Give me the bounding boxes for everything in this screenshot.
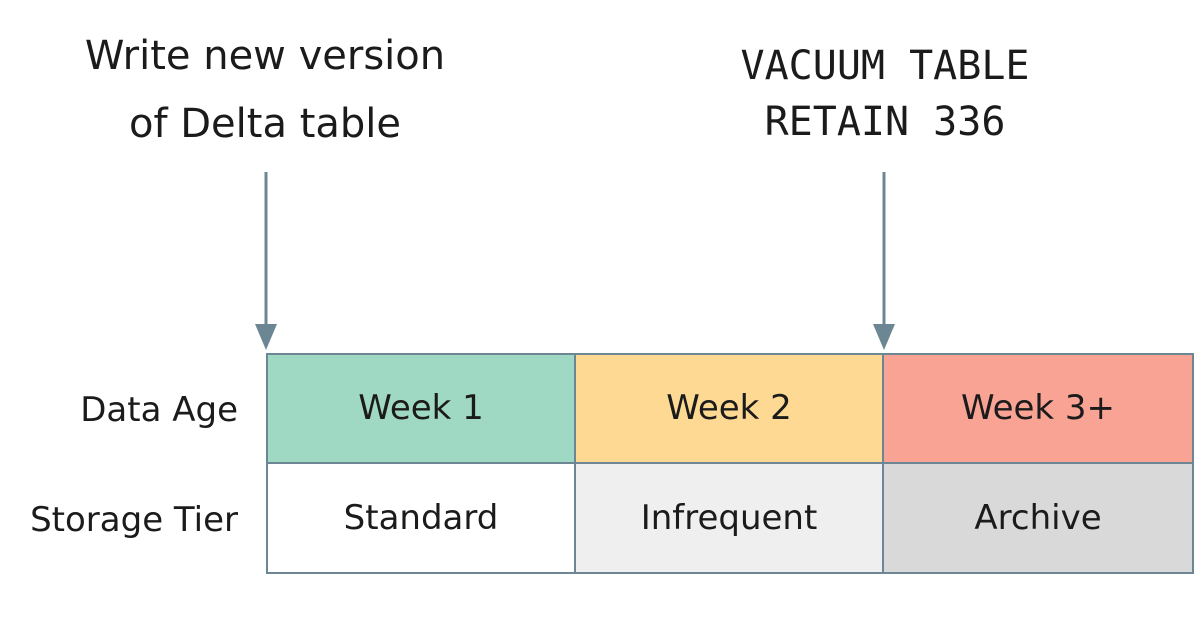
- row-label-storage-tier: Storage Tier: [30, 500, 238, 540]
- vacuum-arrow: [873, 172, 895, 350]
- storage-tier-cell-infrequent: Infrequent: [576, 463, 884, 572]
- write-arrow-head: [255, 324, 277, 350]
- storage-tier-cell-standard: Standard: [268, 463, 576, 572]
- vacuum-command-annotation: VACUUM TABLE RETAIN 336: [680, 38, 1090, 150]
- write-annotation-line-2: of Delta table: [128, 101, 401, 147]
- write-annotation-line-1: Write new version: [84, 33, 446, 79]
- storage-tier-cell-archive: Archive: [884, 463, 1192, 572]
- data-age-cell-week-1: Week 1: [268, 355, 576, 464]
- vacuum-arrow-head: [873, 324, 895, 350]
- row-label-data-age: Data Age: [80, 390, 238, 430]
- write-arrow: [255, 172, 277, 350]
- lifecycle-table: Week 1 Week 2 Week 3+ Standard Infrequen…: [266, 353, 1194, 574]
- write-version-annotation: Write new version of Delta table: [40, 22, 490, 158]
- data-age-cell-week-3-plus: Week 3+: [884, 355, 1192, 464]
- vacuum-annotation-line-2: RETAIN 336: [764, 99, 1006, 145]
- data-age-cell-week-2: Week 2: [576, 355, 884, 464]
- vacuum-annotation-line-1: VACUUM TABLE: [740, 43, 1030, 89]
